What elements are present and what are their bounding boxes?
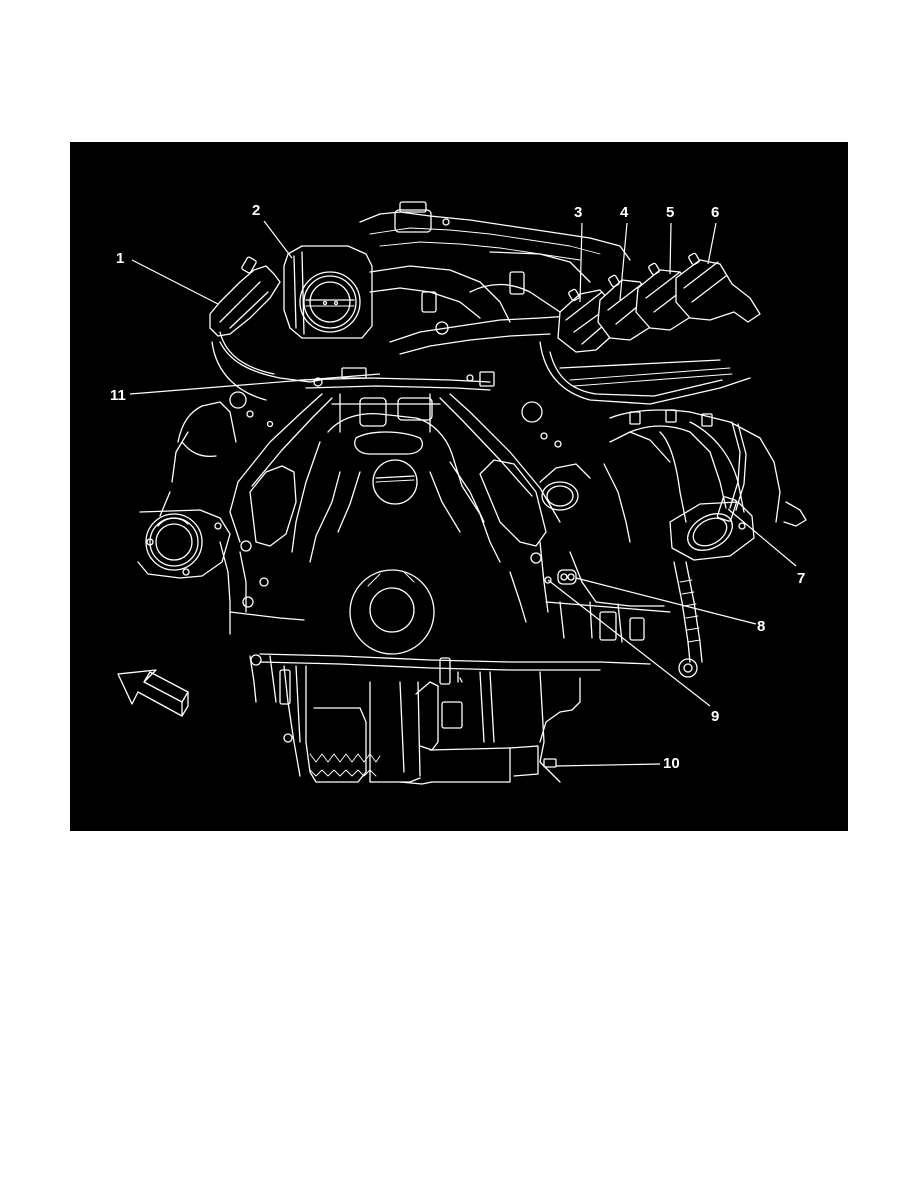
callout-leader-lines [129, 220, 797, 767]
callout-6: 6 [711, 204, 720, 221]
callout-5: 5 [666, 204, 675, 221]
callout-2: 2 [252, 202, 261, 219]
callout-9: 9 [711, 708, 720, 725]
callout-3: 3 [574, 204, 583, 221]
callout-7: 7 [797, 570, 806, 587]
engine-block [117, 201, 807, 785]
coil-packs-right-bank [557, 252, 761, 353]
engine-diagram-panel: 1 2 3 4 5 6 7 8 9 10 11 [70, 142, 848, 831]
callout-1: 1 [116, 250, 125, 267]
oil-pan [249, 653, 651, 785]
callout-4: 4 [620, 204, 629, 221]
callout-8: 8 [757, 618, 766, 635]
engine-line-drawing [117, 201, 807, 785]
callout-11: 11 [110, 387, 126, 404]
callout-10: 10 [663, 755, 680, 772]
front-direction-arrow-icon [117, 669, 189, 717]
